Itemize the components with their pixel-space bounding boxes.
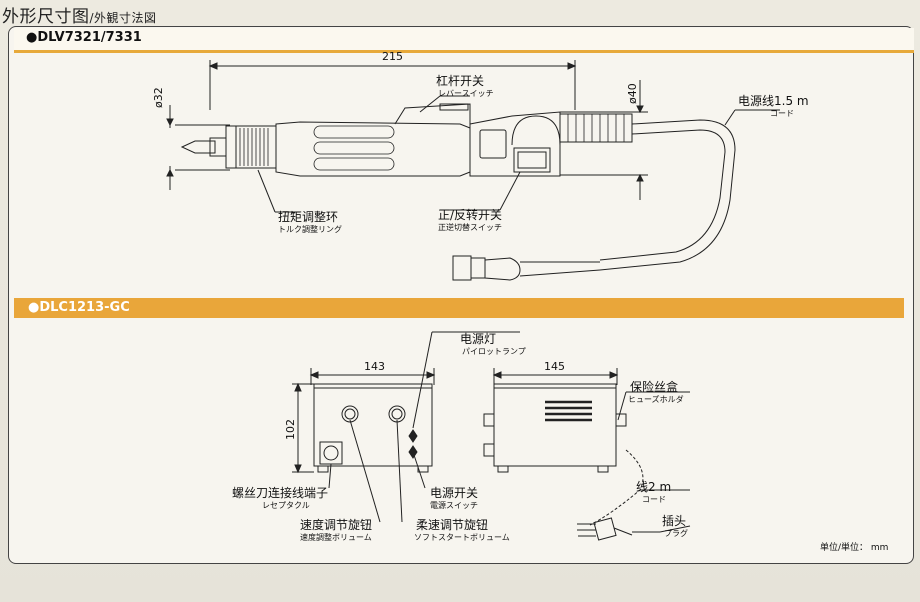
dim-dia-front: ø32 — [152, 87, 165, 108]
controller-cord-label: 线2 m — [636, 480, 672, 494]
section2-header: ●DLC1213-GC — [14, 298, 904, 318]
pilot-lamp-label-jp: パイロットランプ — [462, 347, 526, 356]
dim-height: 102 — [284, 419, 297, 440]
controller-side — [483, 368, 691, 541]
dim-depth: 145 — [544, 360, 565, 373]
cord-label: 电源线1.5 m — [738, 94, 809, 108]
drawing-frame — [8, 26, 914, 564]
speed-knob-label: 速度调节旋钮 — [300, 518, 373, 532]
plug-label: 插头 — [662, 514, 687, 528]
fuse-holder-label: 保险丝盒 — [630, 380, 679, 394]
speed-knob-label-jp: 速度調整ボリューム — [300, 533, 372, 542]
cord-label-jp: コード — [770, 109, 794, 118]
dim-width: 143 — [364, 360, 385, 373]
fuse-holder-label-jp: ヒューズホルダ — [628, 395, 684, 404]
soft-start-knob-label: 柔速调节旋钮 — [416, 518, 489, 532]
dim-length: 215 — [382, 50, 403, 63]
receptacle-label: 螺丝刀连接线端子 — [232, 486, 329, 500]
controller-cord-label-jp: コード — [642, 495, 666, 504]
lever-switch-label: 杠杆开关 — [436, 74, 485, 88]
forward-reverse-switch-label-jp: 正逆切替スイッチ — [438, 223, 502, 232]
section2-label: ●DLC1213-GC — [28, 300, 130, 315]
torque-ring-label: 扭矩调整环 — [278, 210, 339, 224]
soft-start-knob-label-jp: ソフトスタートボリューム — [414, 533, 510, 542]
dim-dia-rear: ø40 — [626, 83, 639, 104]
screwdriver-outline — [166, 60, 780, 281]
lever-switch-label-jp: レバースイッチ — [438, 89, 494, 98]
pilot-lamp-label: 电源灯 — [460, 332, 497, 346]
page-title: 外形尺寸图/外観寸法図 — [2, 7, 157, 27]
plug-label-jp: プラグ — [664, 529, 688, 538]
section1-label: ●DLV7321/7331 — [26, 30, 142, 45]
receptacle-label-jp: レセプタクル — [262, 501, 310, 510]
torque-ring-label-jp: トルク調整リング — [278, 225, 342, 234]
controller-front — [292, 331, 520, 523]
power-switch-label-jp: 電源スイッチ — [430, 501, 478, 510]
section1-header: ●DLV7321/7331 — [14, 28, 914, 53]
power-switch-label: 电源开关 — [430, 486, 479, 500]
forward-reverse-switch-label: 正/反转开关 — [438, 208, 503, 222]
unit-note: 单位/単位： mm — [820, 543, 889, 553]
